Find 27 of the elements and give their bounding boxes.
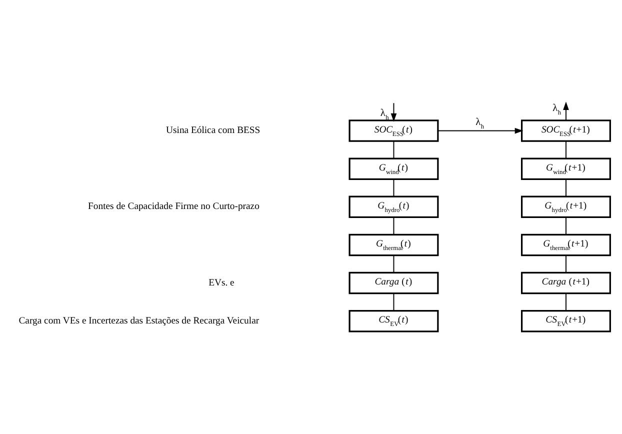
node-box: Carga (t) [348,272,439,294]
connector [393,293,394,312]
node-box: G$_{thermal}$(t+1) [520,234,611,256]
connector [393,254,394,273]
label: Carga com VEs e Incertezas das Estações de Recarga Veicular [18,315,260,326]
connector [393,178,394,197]
node-box: G$_{hydro}$(t+1) [520,196,611,218]
edge-label: λ$_{h}$ [380,108,389,122]
node-box: G$_{thermal}$(t) [348,234,439,256]
node-box: SOC$_{ESS}$(t) [348,120,439,142]
node-box: G$_{hydro}$(t) [348,196,439,218]
label: Usina Eólica com BESS [166,125,260,136]
arrow [563,102,569,121]
label: Fontes de Capacidade Firme no Curto-prazo [88,201,260,212]
connector [393,216,394,235]
arrow [390,102,397,122]
arrow [438,128,524,134]
edge-label: λ$_{h}$ [476,116,484,130]
node-box: CS$_{EV}$(t+1) [520,310,611,332]
node-box: G$_{wind}$(t+1) [520,158,611,180]
node-box: Carga (t+1) [520,272,611,294]
connector [393,140,394,159]
node-box: SOC$_{ESS}$(t+1) [520,120,611,142]
label: EVs. e [208,277,234,288]
node-box: G$_{wind}$(t) [348,158,439,180]
edge-label: λ$_{h}$ [552,103,562,117]
node-box: CS$_{EV}$(t) [348,310,439,332]
